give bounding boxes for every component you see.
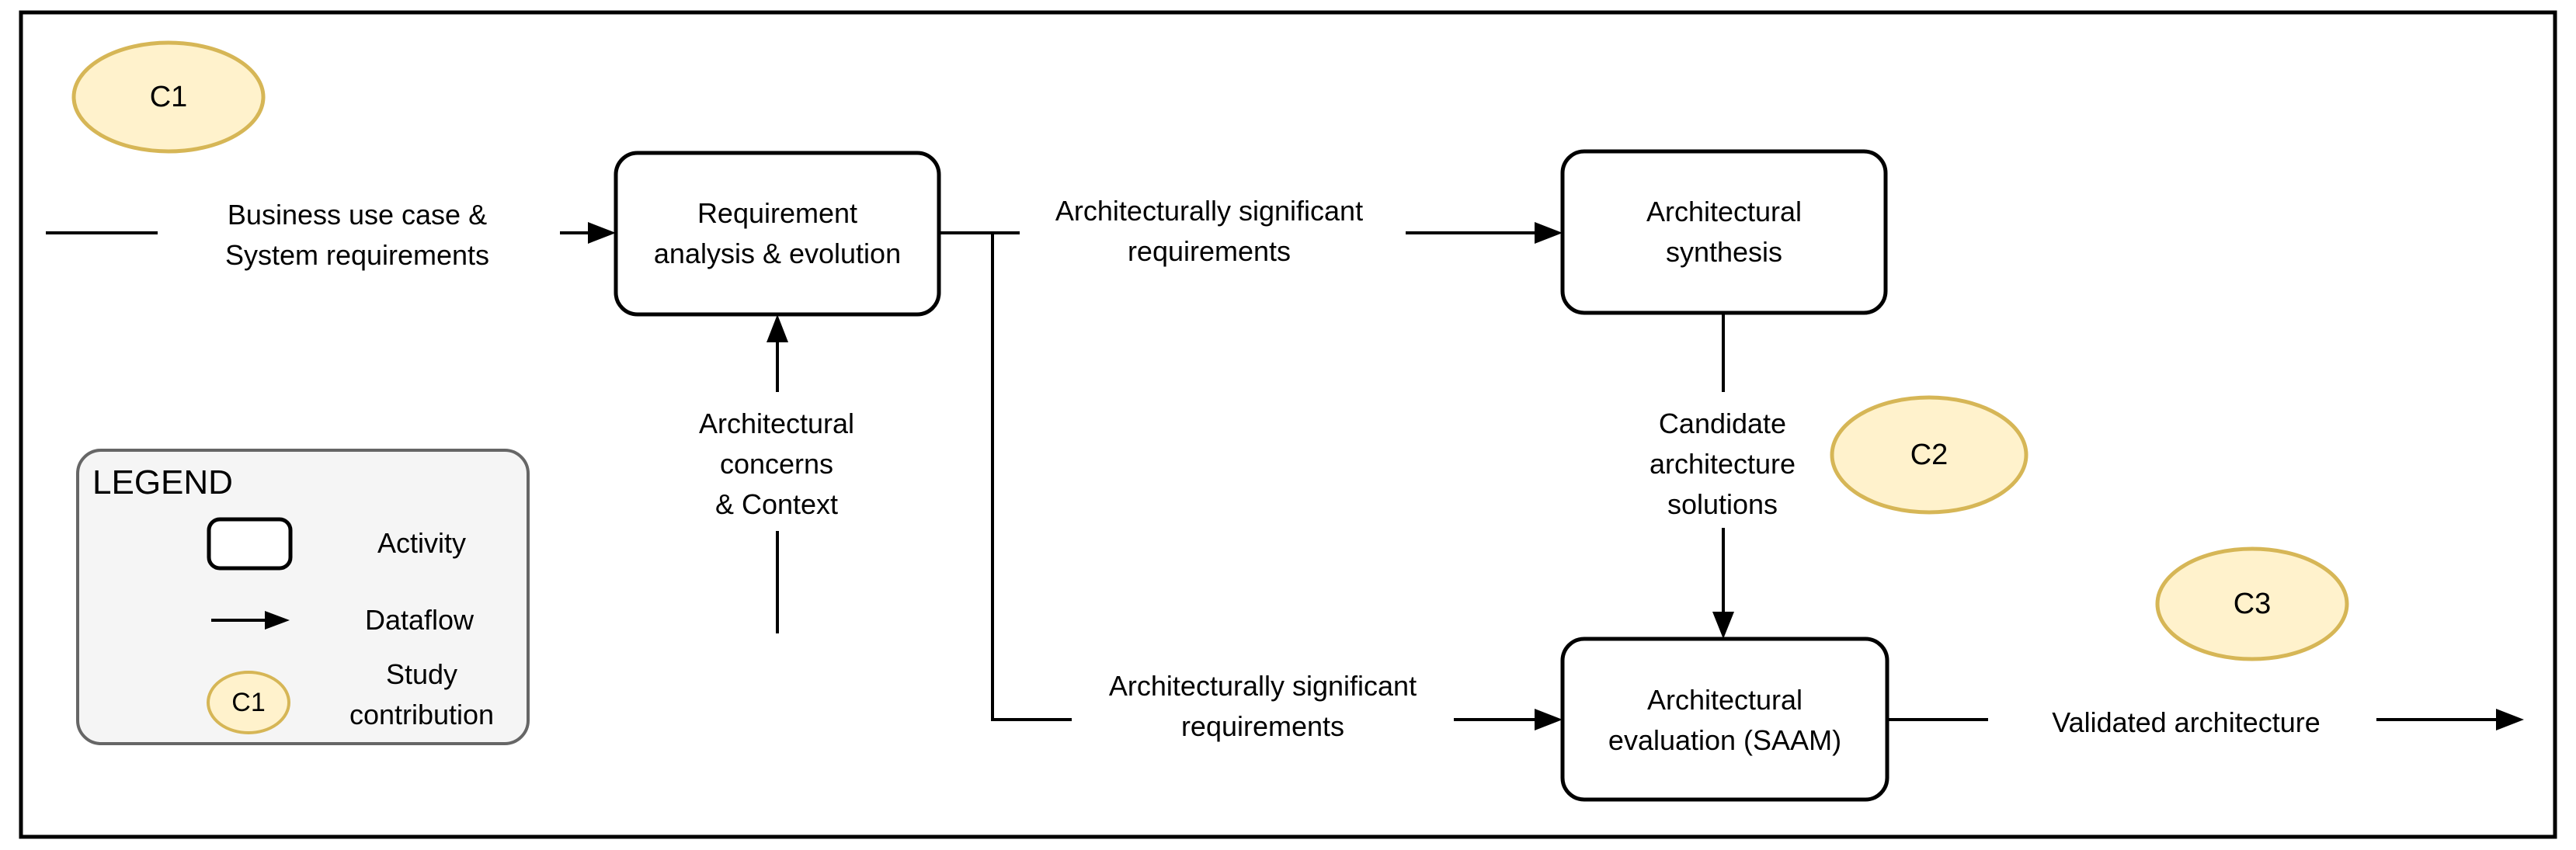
flow-label-candidate-solutions: Candidate architecture solutions <box>1650 404 1796 525</box>
contribution-ellipse-c1 <box>71 40 266 154</box>
flow-label-line: requirements <box>1127 235 1291 267</box>
diagram-border <box>19 10 2557 839</box>
flow-label-line: requirements <box>1180 710 1345 742</box>
legend-contribution-label-line: contribution <box>349 699 495 730</box>
activity-label-architectural-evaluation: Architectural evaluation (SAAM) <box>1608 680 1841 761</box>
contribution-ellipse-c2 <box>1830 395 2028 515</box>
legend-title: LEGEND <box>92 463 233 501</box>
contribution-label-c2: C2 <box>1910 439 1949 471</box>
contribution-label-c3: C3 <box>2233 588 2272 620</box>
arrowhead-into-requirement-analysis <box>588 222 616 244</box>
activity-label-line: synthesis <box>1665 236 1783 268</box>
flow-label-business-use-case: Business use case & System requirements <box>225 195 489 276</box>
legend-contribution-sample-ellipse <box>207 671 290 734</box>
activity-label-line: Architectural <box>1646 196 1803 227</box>
arrowhead-into-architectural-evaluation-top <box>1712 612 1734 639</box>
flow-label-asr-bottom: Architecturally significant requirements <box>1109 666 1417 747</box>
legend-activity-sample-box <box>207 517 293 571</box>
flow-label-asr-top: Architecturally significant requirements <box>1055 191 1363 272</box>
edge-asr-bottom-elbow <box>991 233 1072 721</box>
activity-box-requirement-analysis <box>614 151 941 317</box>
contribution-label-c1: C1 <box>149 81 188 113</box>
flow-label-line: concerns <box>719 448 834 480</box>
arrowhead-into-architectural-evaluation <box>1535 709 1563 730</box>
flow-label-line: Candidate <box>1658 408 1787 439</box>
activity-label-line: evaluation (SAAM) <box>1608 724 1842 756</box>
activity-label-line: analysis & evolution <box>653 238 902 269</box>
flow-label-line: Architecturally significant <box>1108 670 1417 702</box>
activity-box-architectural-evaluation <box>1560 637 1889 802</box>
flow-label-line: Business use case & <box>227 199 488 231</box>
arrowhead-validated-output <box>2496 709 2524 730</box>
legend-activity-label: Activity <box>377 527 467 559</box>
activity-label-architectural-synthesis: Architectural synthesis <box>1646 192 1802 272</box>
flow-label-validated-architecture: Validated architecture <box>2052 706 2320 738</box>
activity-label-requirement-analysis: Requirement analysis & evolution <box>654 193 901 274</box>
flow-label-line: & Context <box>714 488 839 520</box>
flow-label-line: solutions <box>1667 488 1778 520</box>
legend-dataflow-arrowhead-icon <box>265 611 290 630</box>
flow-label-line: architecture <box>1649 448 1796 480</box>
flow-label-line: Architecturally significant <box>1055 195 1364 227</box>
activity-label-line: Architectural <box>1646 684 1803 716</box>
arrowhead-into-requirement-analysis-bottom <box>767 314 788 342</box>
legend-contribution-label-line: Study <box>385 658 458 690</box>
activity-box-architectural-synthesis <box>1560 149 1888 315</box>
legend-contribution-label: Study contribution <box>349 654 494 735</box>
arrowhead-into-architectural-synthesis <box>1535 222 1563 244</box>
flow-label-line: Architectural <box>698 408 855 439</box>
flow-label-line: System requirements <box>224 239 490 271</box>
legend-panel <box>76 449 530 745</box>
contribution-ellipse-c3 <box>2155 546 2349 661</box>
flow-label-architectural-concerns: Architectural concerns & Context <box>699 404 854 525</box>
legend-contribution-sample-label: C1 <box>231 688 266 717</box>
legend-dataflow-label: Dataflow <box>364 604 475 636</box>
activity-label-line: Requirement <box>697 197 858 229</box>
